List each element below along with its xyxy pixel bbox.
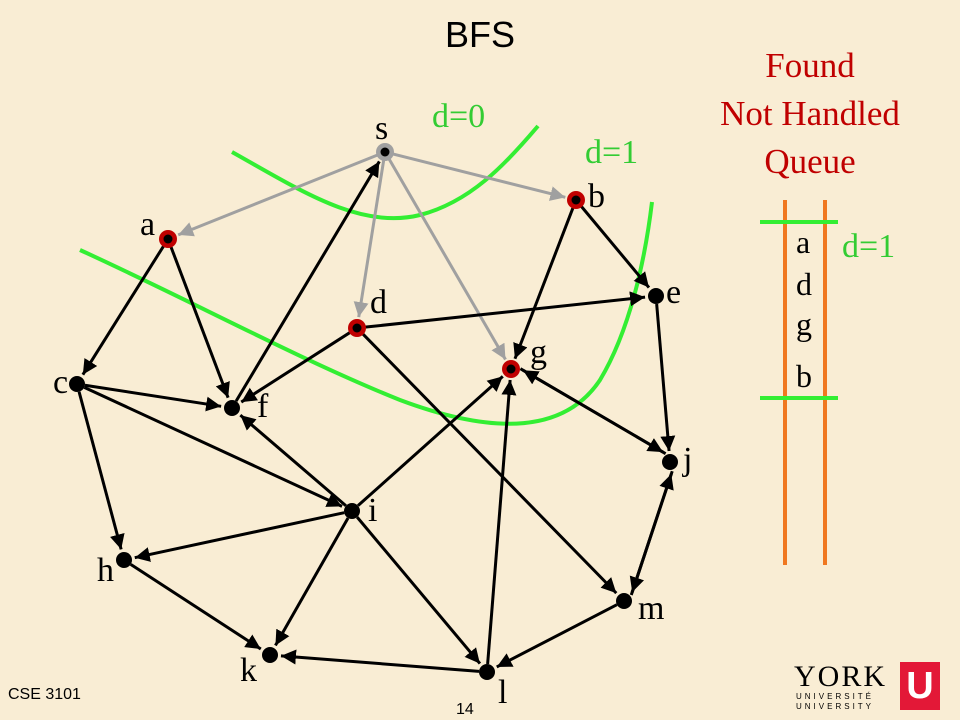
node-d-dot: [352, 323, 362, 333]
node-d: [348, 319, 366, 337]
node-i: [344, 503, 360, 519]
distance-label-d0: d=0: [432, 98, 486, 135]
edge-s-a: [177, 153, 379, 237]
distance-label-d1-queue: d=1: [842, 228, 896, 265]
node-label-e: e: [666, 274, 682, 311]
edge-j-g: [522, 368, 667, 455]
node-label-g: g: [530, 334, 547, 371]
node-label-h: h: [97, 552, 114, 589]
node-k-dot: [262, 647, 278, 663]
edge-i-h: [134, 511, 345, 562]
node-i-dot: [344, 503, 360, 519]
logo-line-2: UNIVERSITY: [796, 702, 875, 711]
node-f: [224, 400, 240, 416]
edge-l-g: [486, 379, 517, 665]
edge-m-j: [629, 473, 674, 596]
node-label-j: j: [683, 441, 693, 478]
edge-i-f: [239, 414, 347, 507]
queue-item: g: [796, 306, 812, 342]
node-label-k: k: [240, 652, 257, 689]
distance-label-d1-graph: d=1: [585, 134, 639, 171]
edge-d-m: [361, 332, 618, 595]
queue-item: a: [796, 224, 811, 260]
node-e: [648, 288, 664, 304]
edge-f-s: [234, 160, 381, 402]
node-s: [376, 143, 394, 161]
edge-m-l: [496, 603, 618, 669]
node-m-dot: [616, 593, 632, 609]
edge-b-g: [513, 206, 575, 360]
edge-i-l: [355, 516, 482, 665]
edge-c-i: [83, 385, 343, 508]
edge-b-e: [579, 205, 651, 289]
legend-found: Found: [765, 46, 855, 85]
york-university-logo: YORK UNIVERSITÉ UNIVERSITY U: [790, 660, 942, 712]
node-label-c: c: [53, 364, 69, 401]
edge-s-d: [353, 159, 386, 318]
logo-mark: U: [900, 662, 940, 710]
edge-c-f: [84, 383, 222, 412]
node-j-dot: [662, 454, 678, 470]
edge-c-h: [77, 391, 125, 550]
legend: Found Not Handled Queue: [700, 42, 920, 186]
node-label-f: f: [257, 388, 269, 425]
node-l-dot: [479, 664, 495, 680]
edge-a-c: [81, 244, 166, 376]
node-a-dot: [163, 234, 173, 244]
node-label-a: a: [140, 206, 156, 243]
course-label: CSE 3101: [8, 686, 81, 703]
node-c: [69, 376, 85, 392]
logo-wordmark: YORK: [794, 660, 888, 693]
edge-d-f: [240, 331, 352, 404]
node-f-dot: [224, 400, 240, 416]
node-label-m: m: [638, 590, 665, 627]
node-h: [116, 552, 132, 568]
node-j: [662, 454, 678, 470]
logo-mark-letter: U: [906, 665, 934, 707]
node-g-dot: [506, 364, 516, 374]
slide-title: BFS: [444, 14, 515, 55]
node-a: [159, 230, 177, 248]
edge-a-f: [169, 245, 230, 399]
edge-i-k: [274, 517, 350, 647]
node-label-b: b: [588, 178, 605, 215]
node-s-dot: [380, 147, 390, 157]
node-label-s: s: [375, 110, 389, 147]
edge-i-g: [356, 375, 504, 507]
page-number: 14: [456, 701, 474, 718]
node-c-dot: [69, 376, 85, 392]
distance-0-curve: [231, 124, 540, 221]
node-label-l: l: [498, 674, 508, 711]
node-g: [502, 360, 520, 378]
node-b: [567, 191, 585, 209]
edge-h-k: [129, 563, 262, 651]
edge-s-b: [392, 152, 566, 201]
node-k: [262, 647, 278, 663]
edge-l-k: [280, 649, 480, 673]
node-l: [479, 664, 495, 680]
node-e-dot: [648, 288, 664, 304]
distance-1-curve: [79, 201, 654, 426]
node-label-d: d: [370, 284, 387, 321]
edge-s-g: [387, 158, 507, 361]
edge-e-j: [655, 303, 676, 452]
logo-line-1: UNIVERSITÉ: [796, 692, 875, 701]
legend-queue: Queue: [764, 142, 856, 181]
node-h-dot: [116, 552, 132, 568]
legend-not-handled: Not Handled: [720, 94, 900, 133]
node-m: [616, 593, 632, 609]
queue-item: b: [796, 358, 812, 394]
node-b-dot: [571, 195, 581, 205]
node-label-i: i: [368, 492, 378, 529]
queue-item: d: [796, 266, 812, 302]
edge-d-e: [364, 291, 646, 329]
